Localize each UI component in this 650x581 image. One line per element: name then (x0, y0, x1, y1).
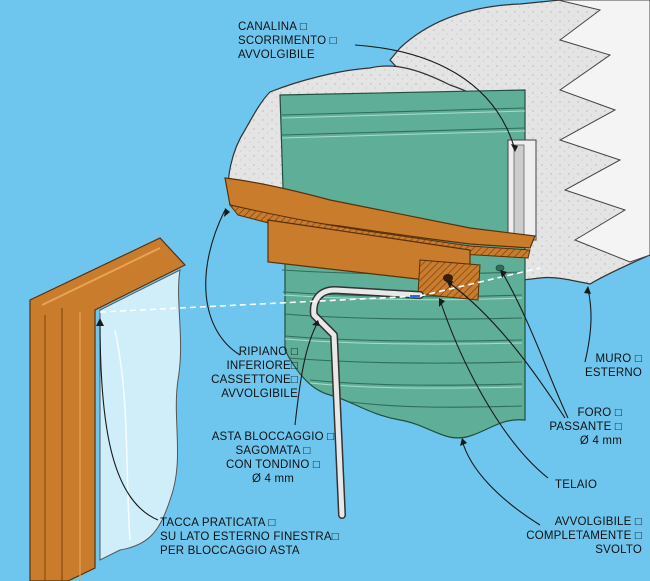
label-muro: MURO □ ESTERNO (585, 353, 642, 379)
leader-foro-1 (447, 281, 566, 419)
window-glass (99, 269, 182, 561)
leader-foro-2 (501, 271, 569, 419)
label-foro: FORO □ PASSANTE □ Ø 4 mm (549, 407, 622, 447)
label-avvolgibile: AVVOLGIBILE □ COMPLETAMENTE □ SVOLTO (526, 516, 642, 556)
leader-muro (584, 287, 592, 363)
frame-telaio (267, 219, 505, 301)
locking-rod (309, 286, 424, 519)
leader-telaio (439, 299, 549, 479)
leader-tacca (99, 319, 159, 521)
window-frame (29, 237, 186, 581)
label-tacca: TACCA PRATICATA □ SU LATO ESTERNO FINEST… (160, 517, 339, 557)
label-canalina: CANALINA □ SCORRIMENTO □ AVVOLGIBILE (238, 21, 337, 61)
label-asta: ASTA BLOCCAGGIO □ SAGOMATA □ CON TONDINO… (211, 431, 335, 485)
guide-channel-canalina (507, 139, 537, 241)
label-telaio: TELAIO (555, 479, 598, 491)
leader-lines (99, 44, 592, 526)
leader-ripiano (205, 209, 241, 356)
leader-canalina (354, 44, 516, 151)
leader-asta (294, 321, 319, 426)
leader-avvolgibile (461, 439, 541, 526)
label-ripiano: RIPIANO □ INFERIORE□ CASSETTONE□ AVVOLGI… (211, 346, 298, 400)
wall-brick-edge (557, 0, 650, 263)
